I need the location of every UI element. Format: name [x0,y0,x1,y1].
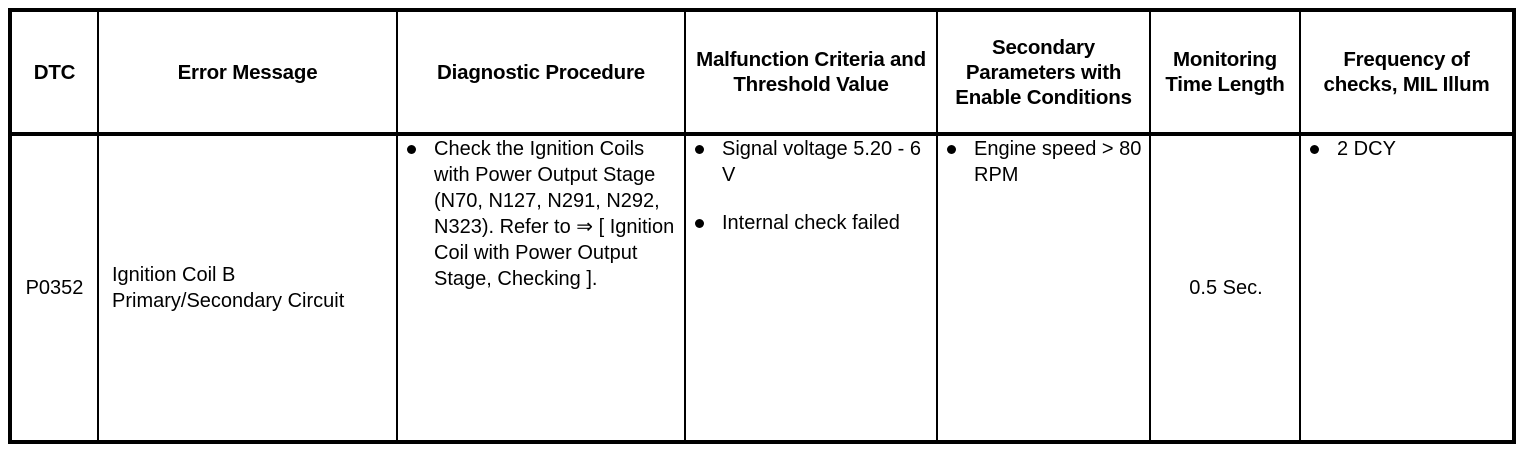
error-message-value: Ignition Coil B Primary/Secondary Circui… [112,264,345,312]
cell-secondary-parameters: Engine speed > 80 RPM [937,134,1151,442]
secondary-parameters-list: Engine speed > 80 RPM [938,136,1149,188]
bullet-icon [695,145,704,154]
monitoring-time-value: 0.5 Sec. [1189,277,1263,299]
cell-malfunction-criteria: Signal voltage 5.20 - 6 V Internal check… [685,134,938,442]
bullet-icon [947,145,956,154]
frequency-of-checks-list: 2 DCY [1301,136,1512,162]
list-item-text: Check the Ignition Coils with Power Outp… [434,138,675,290]
dtc-diagnostic-table: DTC Error Message Diagnostic Procedure M… [8,8,1516,444]
bullet-icon [407,145,416,154]
list-item-text: 2 DCY [1337,138,1396,160]
column-header-error-message: Error Message [98,10,398,136]
cell-diagnostic-procedure: Check the Ignition Coils with Power Outp… [397,134,686,442]
malfunction-criteria-list: Signal voltage 5.20 - 6 V Internal check… [686,136,936,236]
list-item: Signal voltage 5.20 - 6 V [686,136,936,188]
table-body: P0352 Ignition Coil B Primary/Secondary … [10,134,1514,442]
table-row: P0352 Ignition Coil B Primary/Secondary … [10,134,1514,442]
list-item-text: Internal check failed [722,212,900,234]
table-header: DTC Error Message Diagnostic Procedure M… [10,10,1514,136]
column-header-malfunction-criteria: Malfunction Criteria and Threshold Value [685,10,938,136]
column-header-dtc: DTC [10,10,99,136]
header-row: DTC Error Message Diagnostic Procedure M… [10,10,1514,136]
diagnostic-procedure-list: Check the Ignition Coils with Power Outp… [398,136,684,292]
dtc-code-value: P0352 [25,277,84,299]
cell-monitoring-time: 0.5 Sec. [1150,134,1301,442]
list-item: Internal check failed [686,210,936,236]
list-item-text: Engine speed > 80 RPM [974,138,1142,186]
list-item-text: Signal voltage 5.20 - 6 V [722,138,922,186]
column-header-frequency-of-checks: Frequency of checks, MIL Illum [1300,10,1514,136]
bullet-icon [1310,145,1319,154]
column-header-diagnostic-procedure: Diagnostic Procedure [397,10,686,136]
list-item: Check the Ignition Coils with Power Outp… [398,136,684,292]
column-header-secondary-parameters: Secondary Parameters with Enable Conditi… [937,10,1151,136]
list-item: Engine speed > 80 RPM [938,136,1149,188]
bullet-icon [695,219,704,228]
column-header-monitoring-time: Monitoring Time Length [1150,10,1301,136]
list-item: 2 DCY [1301,136,1512,162]
cell-dtc: P0352 [10,134,99,442]
cell-error-message: Ignition Coil B Primary/Secondary Circui… [98,134,398,442]
cell-frequency-of-checks: 2 DCY [1300,134,1514,442]
